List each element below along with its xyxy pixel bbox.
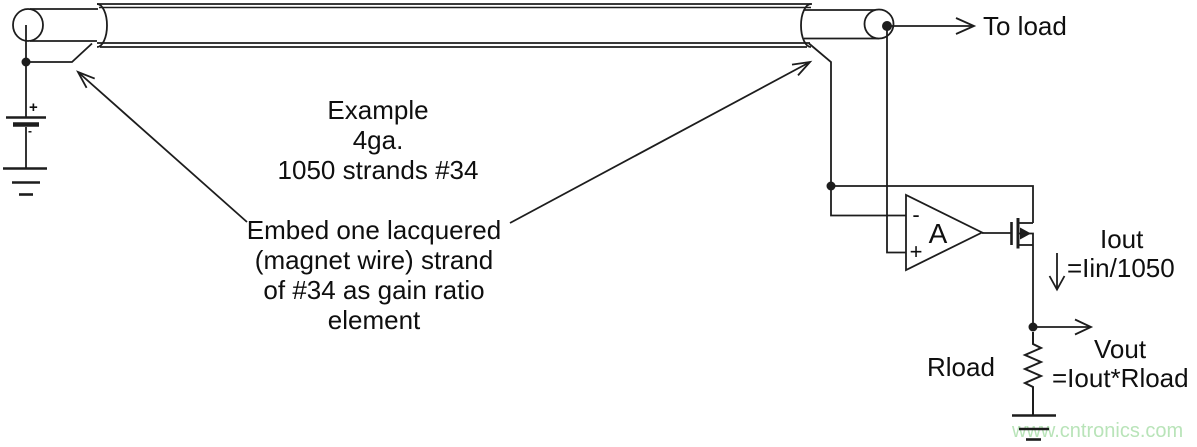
embed-note-line2: (magnet wire) strand — [255, 245, 493, 275]
embed-note-line1: Embed one lacquered — [247, 215, 501, 245]
cable-right-terminal-dot — [882, 21, 892, 31]
example-note-line1: Example — [327, 95, 428, 125]
leader-line-right — [509, 61, 811, 224]
wire-to-noninverting-input — [886, 28, 906, 254]
to-load-label: To load — [983, 11, 1067, 41]
ground-icon-left — [3, 167, 47, 196]
opamp-gain-label: A — [929, 218, 948, 249]
mosfet-icon — [1010, 218, 1034, 249]
battery-minus-label: - — [28, 124, 32, 138]
wire-to-inverting-input — [830, 186, 906, 217]
iout-formula-label: =Iin/1050 — [1067, 253, 1175, 283]
example-note-line2: 4ga. — [353, 125, 404, 155]
embed-note-line4: element — [328, 305, 421, 335]
vout-formula-label: =Iout*Rload — [1052, 363, 1189, 393]
iout-arrow — [1048, 253, 1066, 292]
vout-arrowhead-icon — [1074, 318, 1094, 336]
opamp-inverting-label: - — [912, 202, 919, 227]
vout-label: Vout — [1094, 334, 1147, 364]
opamp-triangle — [905, 193, 985, 272]
arrowhead-left-icon — [76, 70, 96, 89]
mosfet-arrow-icon — [1020, 227, 1031, 240]
iout-arrowhead-icon — [1048, 275, 1066, 292]
text-labels: To load Example 4ga. 1050 strands #34 Em… — [247, 11, 1189, 393]
cable-jacket-right-rim — [800, 3, 812, 48]
annotation-arrows — [76, 60, 813, 224]
arrowhead-right-icon — [791, 60, 813, 77]
output-section: www.cntronics.com — [1011, 318, 1183, 442]
rload-label: Rload — [927, 352, 995, 382]
battery-icon: + - — [6, 99, 46, 138]
source-branch: + - — [3, 25, 93, 196]
ground-icon-right — [1012, 414, 1056, 441]
iout-label: Iout — [1100, 224, 1144, 254]
cable-icon — [12, 3, 895, 48]
wire-rail-to-drain — [831, 185, 1034, 223]
to-load-arrow — [891, 17, 977, 35]
amplifier-section: - + A — [808, 28, 1034, 327]
opamp-noninverting-label: + — [910, 239, 923, 264]
battery-plus-label: + — [29, 99, 38, 116]
opamp-icon: - + A — [905, 193, 985, 272]
cable-left-end-face — [12, 8, 44, 42]
cable-jacket-left-rim — [96, 3, 108, 48]
sense-strand-right — [808, 42, 832, 186]
resistor-icon — [1022, 332, 1044, 415]
embed-note-line3: of #34 as gain ratio — [263, 275, 484, 305]
watermark-text: www.cntronics.com — [1011, 420, 1183, 442]
vout-junction-dot — [1028, 322, 1038, 332]
example-note-line3: 1050 strands #34 — [278, 155, 479, 185]
sense-strand-left — [26, 42, 93, 63]
to-load-arrowhead-icon — [955, 17, 977, 35]
leader-line-left — [77, 71, 248, 223]
